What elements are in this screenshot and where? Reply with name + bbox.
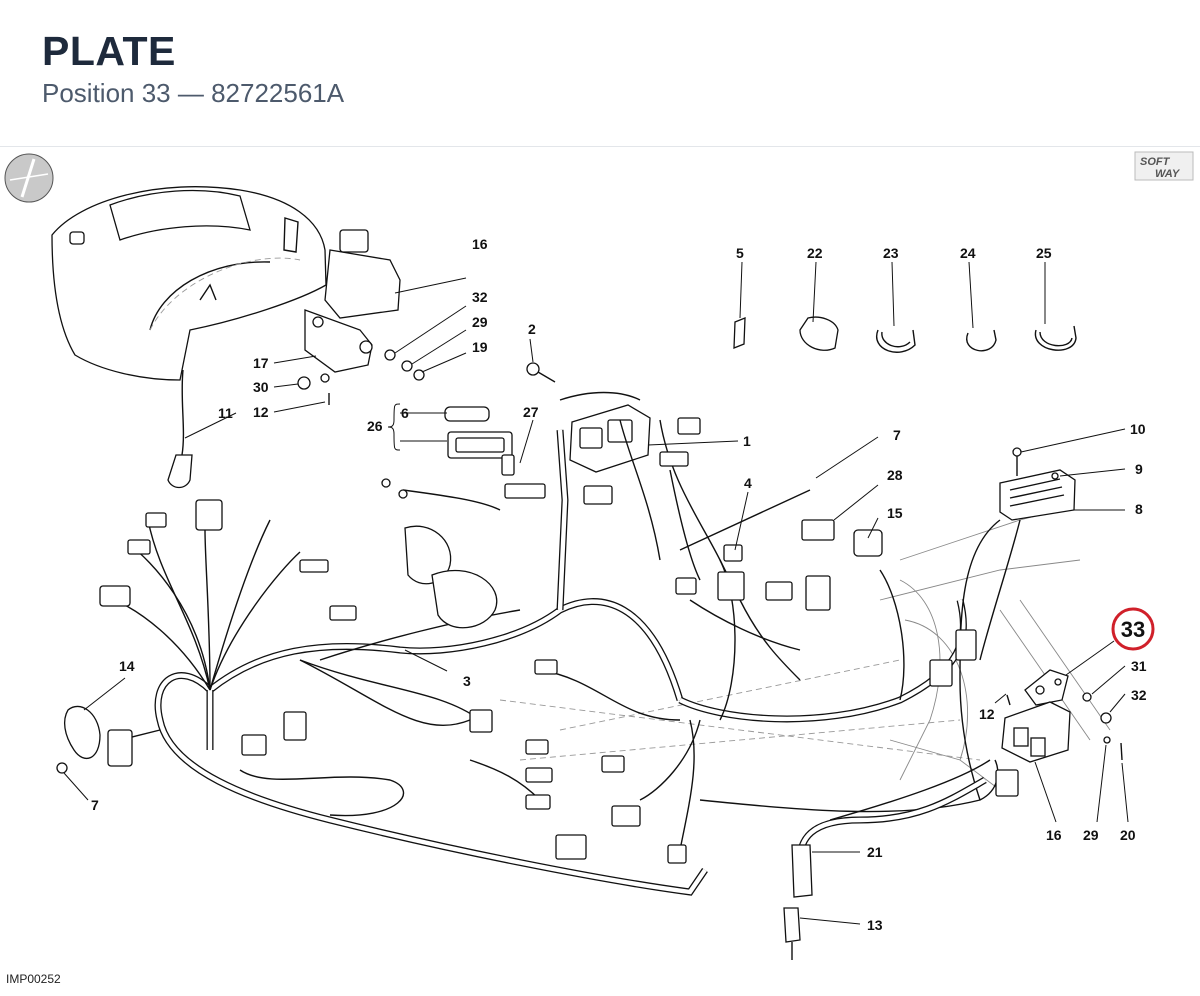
svg-text:WAY: WAY	[1155, 168, 1181, 180]
coil-bracket-assembly	[297, 229, 425, 405]
part-11-lead	[167, 369, 193, 489]
harness-connectors	[99, 417, 1019, 864]
label-28: 28	[887, 467, 903, 483]
page-title: PLATE	[42, 28, 176, 74]
label-29-right: 29	[1083, 827, 1099, 843]
label-26: 26	[367, 418, 383, 434]
fuse-holder-group	[444, 406, 515, 476]
label-27: 27	[523, 404, 539, 420]
svg-text:SOFT: SOFT	[1140, 156, 1171, 168]
highlight-callout-33[interactable]: 33	[1111, 607, 1155, 651]
label-9: 9	[1135, 461, 1143, 477]
label-25: 25	[1036, 245, 1052, 261]
label-30: 30	[253, 379, 269, 395]
regulator-rectifier	[999, 447, 1076, 521]
label-13: 13	[867, 917, 883, 933]
relay-box	[569, 404, 651, 473]
horn-part	[381, 478, 498, 629]
label-12: 12	[253, 404, 269, 420]
highlight-label: 33	[1121, 617, 1145, 642]
label-22: 22	[807, 245, 823, 261]
label-15: 15	[887, 505, 903, 521]
label-1: 1	[743, 433, 751, 449]
label-32: 32	[472, 289, 488, 305]
label-12-right: 12	[979, 706, 995, 722]
label-29: 29	[472, 314, 488, 330]
label-10: 10	[1130, 421, 1146, 437]
label-3: 3	[463, 673, 471, 689]
plate-33	[1024, 669, 1069, 706]
label-20: 20	[1120, 827, 1136, 843]
label-31: 31	[1131, 658, 1147, 674]
label-5: 5	[736, 245, 744, 261]
exploded-diagram: SOFT WAY	[0, 147, 1200, 991]
screw-2	[526, 362, 556, 383]
image-reference: IMP00252	[6, 972, 61, 986]
clip-parts	[733, 316, 1077, 353]
label-24: 24	[960, 245, 976, 261]
switch-14	[56, 705, 133, 774]
label-7-left: 7	[91, 797, 99, 813]
leader-lines	[63, 261, 1129, 925]
label-11: 11	[218, 405, 233, 421]
callout-labels: 16 32 29 19 17 30 12 11 6 26 27 2 1 4 5 …	[91, 236, 1147, 933]
softway-logo: SOFT WAY	[1134, 151, 1194, 181]
label-7-top: 7	[893, 427, 901, 443]
page-header: PLATE Position 33 — 82722561A	[0, 0, 1200, 147]
ht-lead-21	[791, 776, 987, 898]
label-2: 2	[528, 321, 536, 337]
label-4: 4	[744, 475, 752, 491]
coil-16-right	[1001, 692, 1123, 763]
label-32-right: 32	[1131, 687, 1147, 703]
disc-logo-icon	[4, 153, 54, 203]
label-16-right: 16	[1046, 827, 1062, 843]
page-subtitle: Position 33 — 82722561A	[42, 78, 345, 108]
label-16: 16	[472, 236, 488, 252]
label-19: 19	[472, 339, 488, 355]
diagram-svg: SOFT WAY	[4, 151, 1194, 960]
label-17: 17	[253, 355, 269, 371]
spark-plug-13	[783, 907, 801, 960]
highlight-ring	[1111, 607, 1155, 651]
label-21: 21	[867, 844, 883, 860]
label-23: 23	[883, 245, 899, 261]
label-8: 8	[1135, 501, 1143, 517]
label-6: 6	[401, 405, 409, 421]
airbox-cover	[51, 186, 327, 381]
label-14: 14	[119, 658, 135, 674]
